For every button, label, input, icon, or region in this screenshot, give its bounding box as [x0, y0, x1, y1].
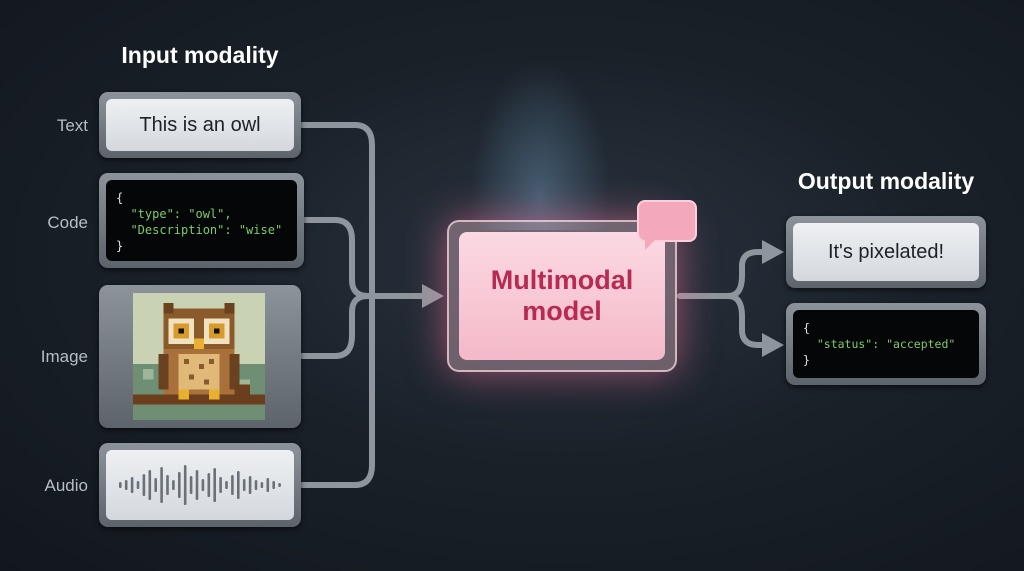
waveform-bar	[124, 480, 128, 490]
waveform-bar	[148, 470, 152, 500]
waveform-bar	[225, 481, 228, 489]
image-input-box	[99, 285, 301, 428]
arrow-to-code-output	[762, 333, 784, 357]
input-modality-title: Input modality	[121, 42, 279, 68]
waveform-icon	[119, 465, 281, 505]
waveform-bar	[136, 481, 140, 489]
waveform-bar	[195, 470, 199, 500]
arrow-to-text-output	[762, 240, 784, 264]
connector-text	[299, 122, 375, 299]
waveform-bar	[119, 482, 122, 488]
code-input-content: { "type": "owl", "Description": "wise" }	[106, 180, 297, 261]
waveform-bar	[242, 479, 246, 491]
waveform-bar	[201, 479, 205, 491]
waveform-bar	[213, 468, 216, 502]
waveform-bar	[183, 465, 187, 505]
arrow-to-model	[422, 284, 444, 308]
waveform-bar	[154, 478, 157, 492]
background-glow	[470, 60, 610, 230]
code-output-content: { "status": "accepted" }	[793, 310, 979, 378]
speech-bubble-icon	[637, 200, 697, 250]
connector-audio	[299, 293, 375, 488]
pixel-owl-image	[133, 293, 265, 420]
waveform-bar	[272, 481, 275, 489]
audio-input-box	[99, 443, 301, 527]
waveform-bar	[207, 473, 211, 497]
text-output-box: It's pixelated!	[786, 216, 986, 288]
waveform-bar	[248, 476, 252, 494]
text-output-content: It's pixelated!	[793, 223, 979, 281]
waveform-bar	[278, 483, 281, 487]
waveform-bar	[237, 471, 240, 499]
waveform-bar	[189, 476, 193, 494]
waveform-bar	[254, 480, 258, 490]
connector-out-top	[725, 249, 768, 299]
audio-waveform	[106, 450, 294, 520]
code-input-box: { "type": "owl", "Description": "wise" }	[99, 173, 304, 268]
connector-image	[299, 293, 371, 359]
label-code: Code	[47, 213, 88, 232]
label-text: Text	[56, 116, 88, 135]
waveform-bar	[172, 480, 175, 490]
label-audio: Audio	[44, 476, 88, 495]
waveform-bar	[130, 477, 134, 493]
text-input-box: This is an owl	[99, 92, 301, 158]
waveform-bar	[142, 474, 146, 496]
text-input-content: This is an owl	[106, 99, 294, 151]
bubble-tail	[645, 238, 657, 250]
code-output-box: { "status": "accepted" }	[786, 303, 986, 385]
waveform-bar	[178, 472, 181, 498]
waveform-bar	[166, 475, 169, 495]
connector-code	[301, 217, 371, 299]
waveform-bar	[266, 478, 270, 492]
waveform-bar	[160, 467, 163, 503]
label-image: Image	[40, 347, 88, 366]
waveform-bar	[231, 475, 234, 495]
output-modality-title: Output modality	[797, 168, 975, 194]
waveform-bar	[260, 482, 264, 488]
connector-out-bottom	[725, 293, 768, 348]
waveform-bar	[219, 477, 222, 493]
